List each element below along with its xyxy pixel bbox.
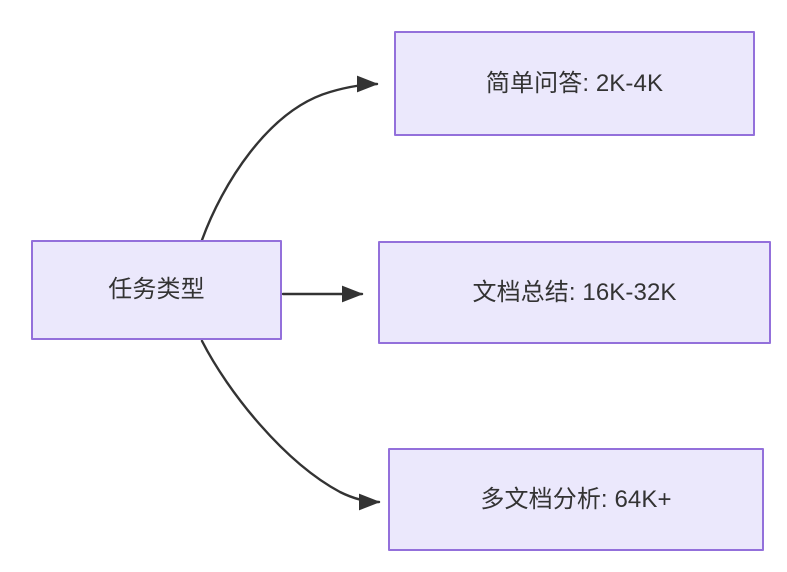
node-document-summary-label: 文档总结: 16K-32K bbox=[472, 278, 677, 306]
node-multi-document-analysis-label: 多文档分析: 64K+ bbox=[480, 485, 672, 513]
node-multi-document-analysis[interactable]: 多文档分析: 64K+ bbox=[388, 448, 764, 551]
node-task-type-label: 任务类型 bbox=[108, 276, 205, 303]
node-simple-qa-label: 简单问答: 2K-4K bbox=[485, 69, 664, 97]
edge-root-to-multi-doc bbox=[200, 339, 381, 511]
node-document-summary[interactable]: 文档总结: 16K-32K bbox=[378, 241, 771, 344]
node-task-type[interactable]: 任务类型 bbox=[31, 240, 282, 340]
node-simple-qa[interactable]: 简单问答: 2K-4K bbox=[394, 31, 755, 136]
edge-root-to-simple-qa bbox=[200, 75, 379, 242]
